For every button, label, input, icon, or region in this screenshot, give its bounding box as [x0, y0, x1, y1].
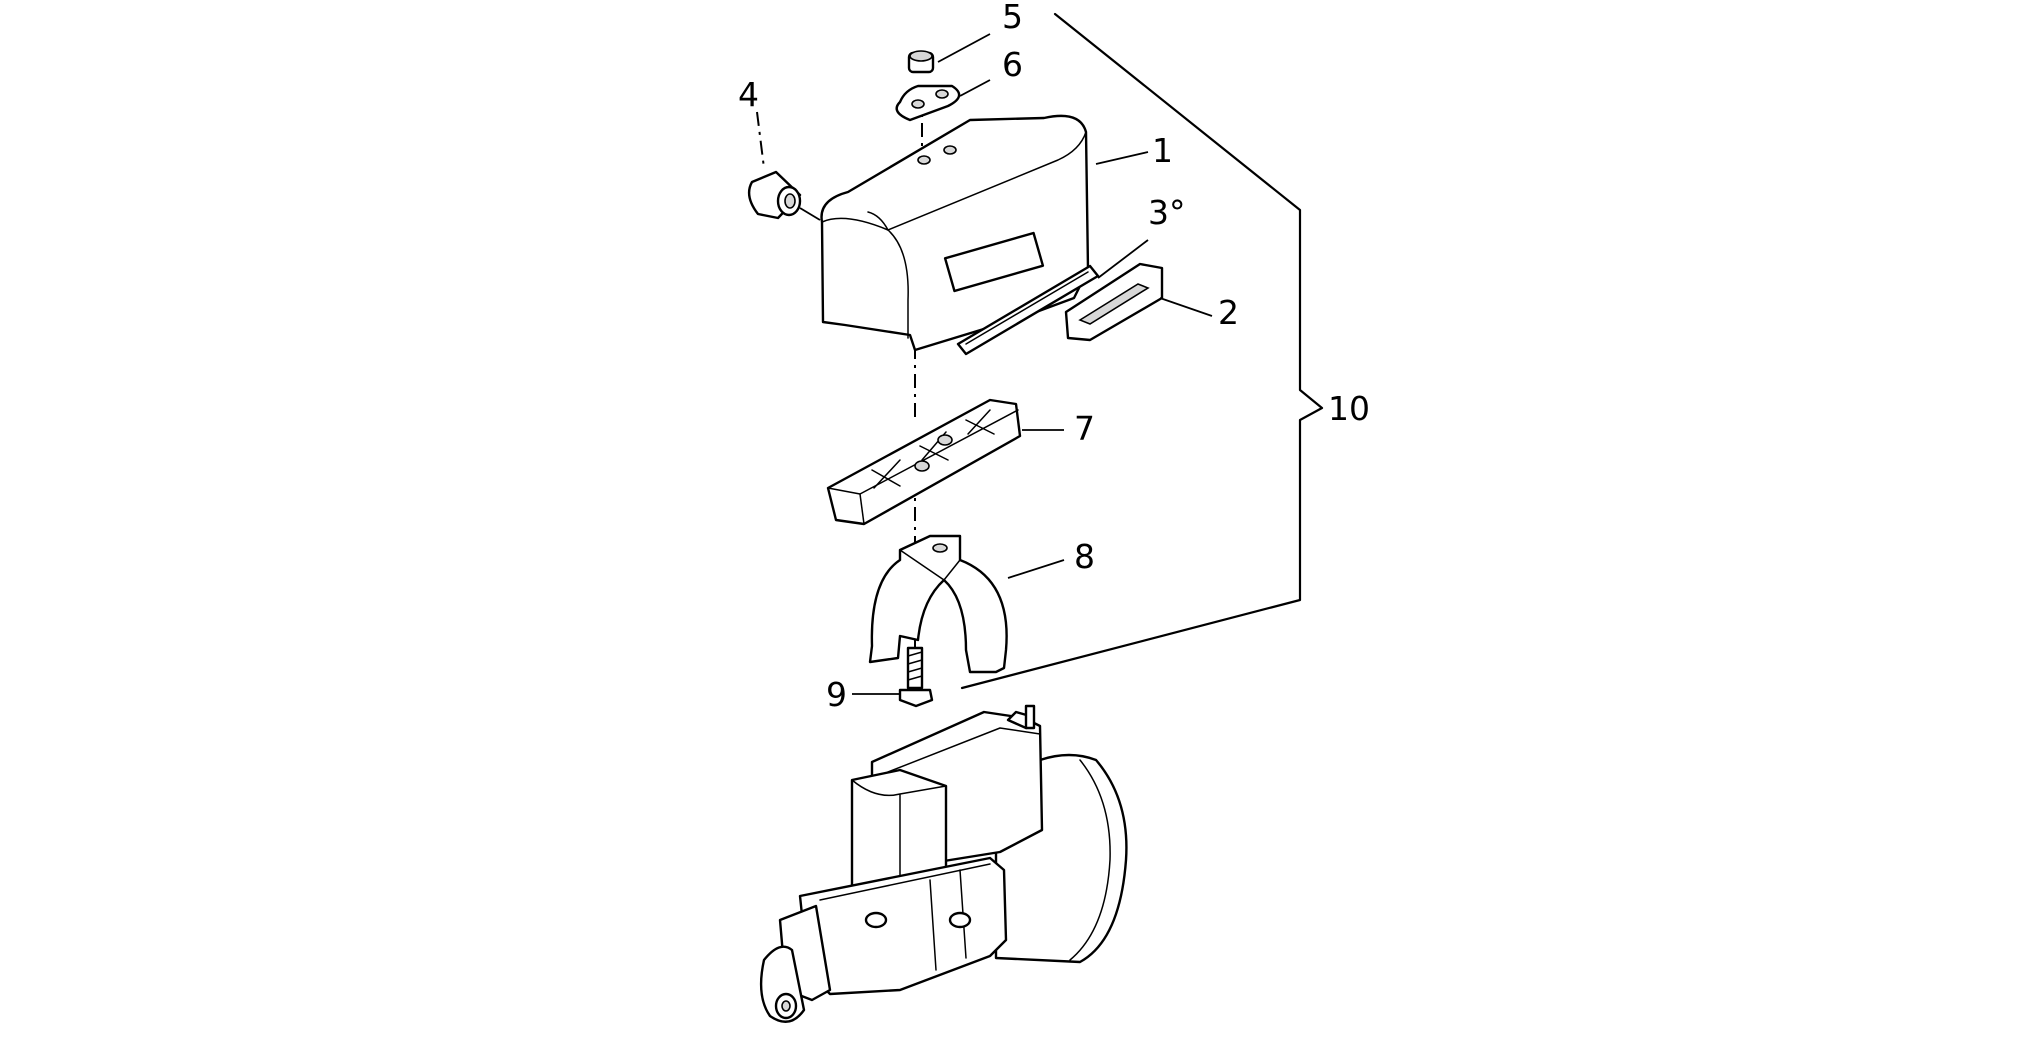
leader-lines [799, 33, 1213, 695]
callout-3: 3° [1148, 193, 1186, 232]
clamp-strap-part-8 [868, 534, 1008, 674]
washer-plate-part-6 [895, 84, 961, 122]
bolt-part-9 [898, 646, 934, 708]
callout-4: 4 [738, 75, 759, 114]
nut-part-5 [907, 50, 935, 74]
callout-labels: 1 2 3° 4 5 6 7 8 9 10 [738, 0, 1370, 714]
callout-2: 2 [1218, 293, 1239, 332]
callout-1: 1 [1152, 131, 1173, 170]
callout-7: 7 [1074, 409, 1095, 448]
callout-9: 9 [826, 675, 847, 714]
gasket-part-3 [956, 264, 1100, 356]
support-plate-part-7 [826, 398, 1022, 526]
assembly-bracket-10 [960, 12, 1324, 690]
starter-motor [759, 704, 1128, 1023]
rubber-cap-part-4 [747, 111, 802, 220]
assembly-axis-line [914, 94, 923, 660]
callout-6: 6 [1002, 45, 1023, 84]
cover-part-1 [820, 114, 1090, 352]
callout-10: 10 [1328, 389, 1370, 428]
callout-5: 5 [1002, 0, 1023, 36]
callout-8: 8 [1074, 537, 1095, 576]
